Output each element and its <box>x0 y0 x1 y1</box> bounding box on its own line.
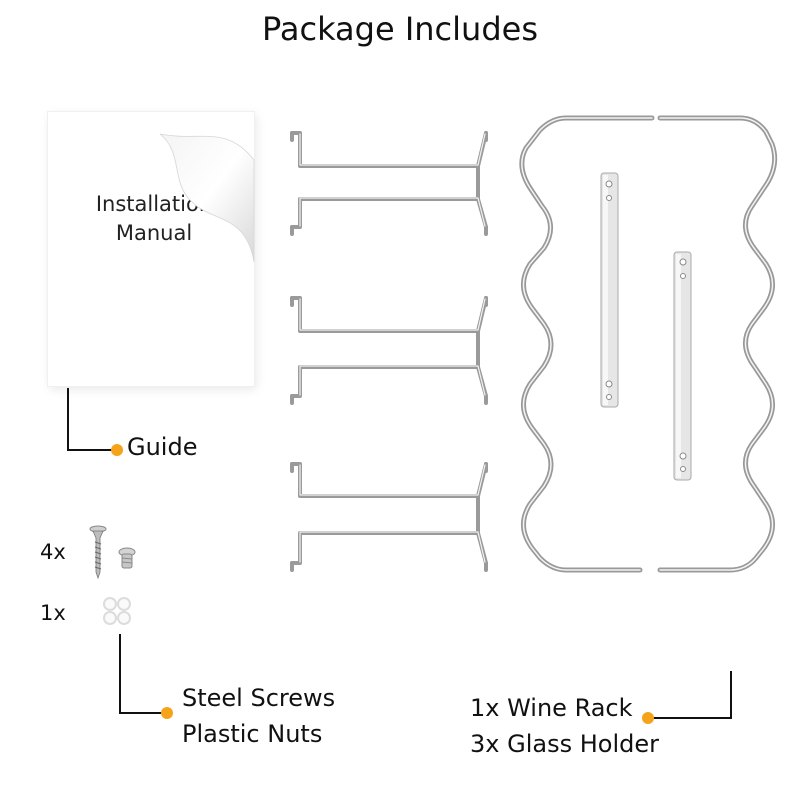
rack-label-line2: 3x Glass Holder <box>470 730 659 758</box>
guide-bullet <box>111 444 123 456</box>
page-title: Package Includes <box>262 10 538 48</box>
manual-cover-text: Installation Manual <box>74 190 234 249</box>
hardware-label-line1: Steel Screws <box>182 684 336 712</box>
manual-title-line2: Manual <box>115 221 193 246</box>
wine-rack-frame <box>519 115 778 573</box>
rack-label-line1: 1x Wine Rack <box>470 694 633 722</box>
plastic-nuts-icon <box>103 597 131 625</box>
glass-holder-1 <box>290 131 488 236</box>
glass-holder-2 <box>290 296 488 405</box>
nuts-quantity: 1x <box>40 601 66 625</box>
guide-leader <box>67 388 123 456</box>
page-curl <box>138 112 255 263</box>
glass-holder-3 <box>290 462 488 572</box>
guide-label: Guide <box>127 433 198 461</box>
bolt-icon <box>118 547 136 569</box>
hardware-bullet <box>161 707 173 719</box>
screw-icon <box>89 525 107 580</box>
screws-quantity: 4x <box>40 540 66 564</box>
mounting-bracket-1 <box>600 172 619 408</box>
hardware-label-line2: Plastic Nuts <box>182 720 323 748</box>
glass-holder-set <box>290 131 488 572</box>
rack-leader <box>642 671 732 724</box>
hardware-label: Steel Screws Plastic Nuts <box>182 680 335 752</box>
mounting-bracket-2 <box>673 251 692 481</box>
rack-label: 1x Wine Rack 3x Glass Holder <box>470 690 659 762</box>
rack-bullet <box>642 712 654 724</box>
hardware-leader <box>119 634 173 719</box>
